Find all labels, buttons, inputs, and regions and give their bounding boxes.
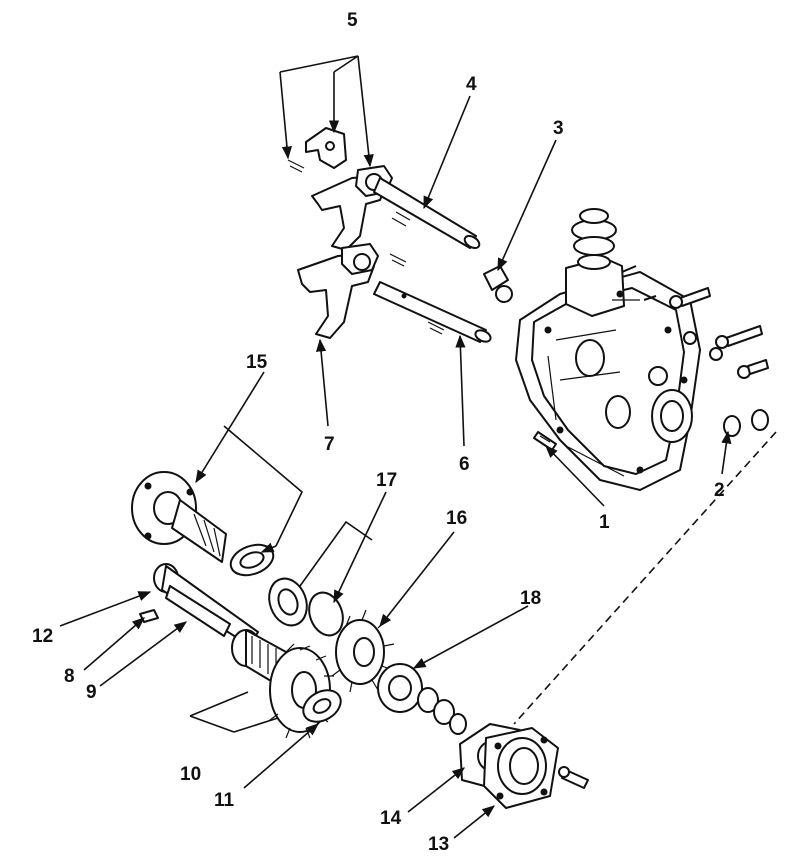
callout-3: 3 — [553, 118, 564, 139]
callout-11: 11 — [214, 790, 235, 811]
callout-6: 6 — [459, 454, 470, 475]
callout-labels: 1 2 3 4 5 6 7 8 9 10 11 12 13 14 15 16 1… — [32, 10, 725, 855]
callout-7: 7 — [324, 434, 335, 455]
callout-1: 1 — [599, 512, 610, 533]
bearing-retainer-13 — [483, 727, 559, 809]
upper-shift-rail — [373, 177, 481, 249]
upper-shift-fork — [311, 165, 393, 251]
spacer-washer-11 — [302, 689, 342, 723]
callout-13: 13 — [428, 834, 449, 855]
callout-14: 14 — [380, 808, 402, 829]
callout-2: 2 — [714, 480, 725, 501]
shift-block — [287, 127, 347, 173]
seal-pair — [723, 409, 769, 437]
oil-seal — [229, 543, 275, 577]
dowel-pin — [533, 431, 557, 451]
callout-4: 4 — [466, 74, 477, 95]
callout-16: 16 — [446, 508, 467, 529]
retainer-bolt — [558, 766, 589, 789]
bearing-18 — [377, 663, 467, 735]
callout-10: 10 — [180, 764, 201, 785]
lower-shift-rail — [373, 281, 492, 343]
bearing-17 — [268, 577, 344, 637]
transmission-case — [515, 208, 701, 491]
lower-shift-fork — [297, 243, 407, 339]
woodruff-key — [139, 609, 159, 623]
leader-lines — [59, 55, 777, 839]
callout-9: 9 — [86, 682, 97, 703]
case-bolts — [621, 265, 769, 379]
callout-8: 8 — [64, 666, 75, 687]
callout-12: 12 — [32, 626, 53, 647]
callout-17: 17 — [376, 470, 397, 491]
detent-plug — [483, 265, 513, 303]
callout-5: 5 — [347, 10, 358, 31]
callout-15: 15 — [246, 352, 268, 373]
countershaft — [165, 585, 231, 637]
callout-18: 18 — [520, 588, 541, 609]
output-flange-shaft — [131, 471, 227, 563]
